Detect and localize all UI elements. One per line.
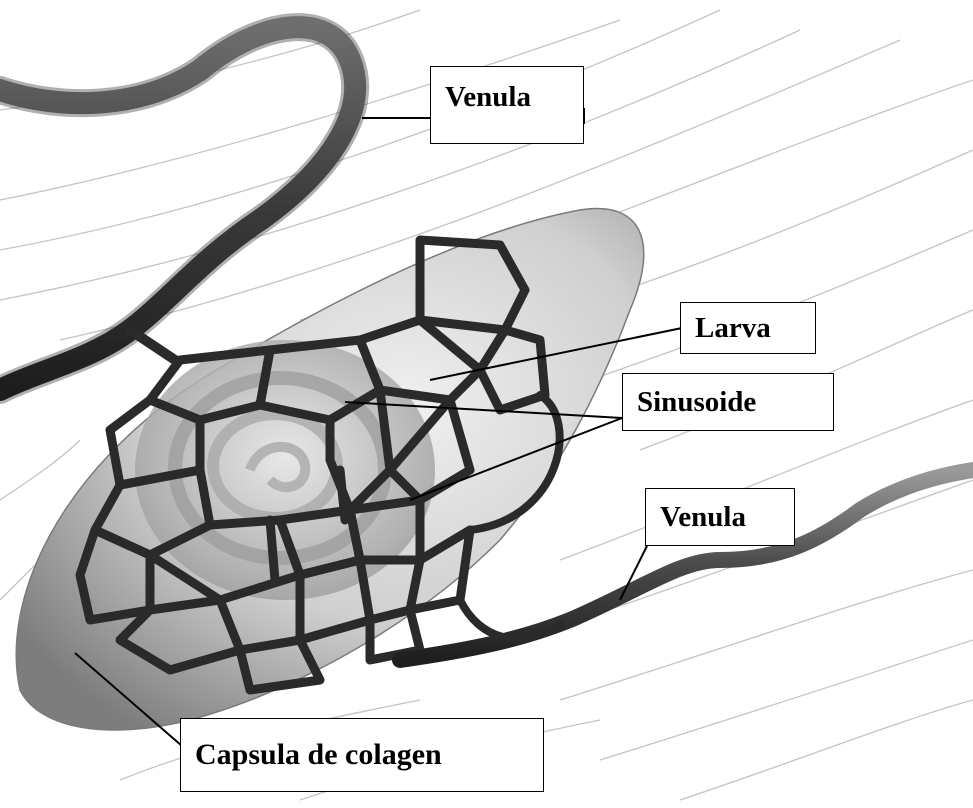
label-venula-top: Venula (430, 66, 584, 144)
label-venula-bottom: Venula (645, 488, 795, 546)
label-capsula: Capsula de colagen (180, 718, 544, 792)
label-sinusoide: Sinusoide (622, 373, 834, 431)
label-venula-bottom-text: Venula (660, 501, 746, 534)
label-larva: Larva (680, 302, 816, 354)
label-larva-text: Larva (695, 312, 771, 345)
label-capsula-text: Capsula de colagen (195, 738, 442, 772)
label-sinusoide-text: Sinusoide (637, 386, 756, 419)
label-venula-top-text: Venula (445, 81, 531, 114)
